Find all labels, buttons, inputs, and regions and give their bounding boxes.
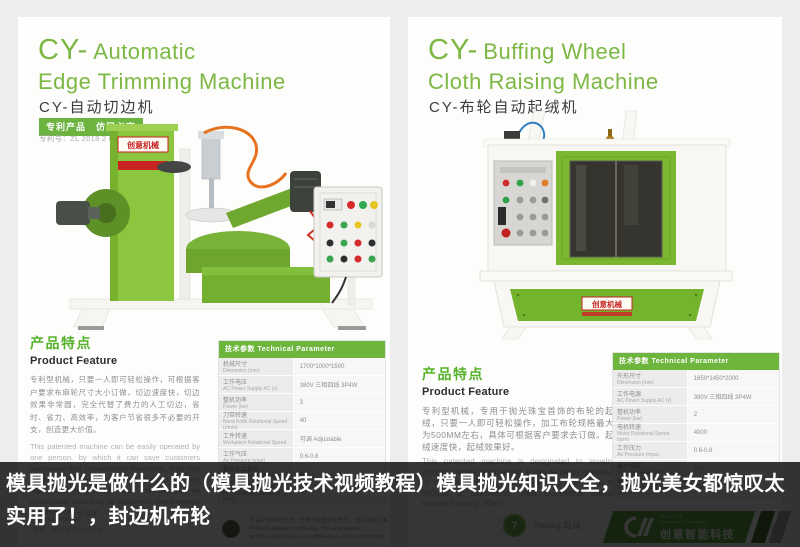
- title-prefix: CY-: [428, 34, 479, 66]
- subtitle-cn: CY-自动切边机: [39, 99, 155, 116]
- title-line2: Edge Trimming Machine: [38, 69, 286, 94]
- caption-line-1: 模具抛光是做什么的（模具抛光技术视频教程）模具抛光知识大全，抛光美女都惊叹太: [6, 473, 785, 495]
- feature-body-cn: 专利型机械，专用于抛光珠宝首饰的布轮的起绒，只要一人即可轻松操作，加工布轮规格最…: [422, 406, 614, 452]
- title-rest: Automatic: [93, 39, 196, 64]
- page-title-left: CY-Automatic Edge Trimming Machine: [38, 34, 286, 95]
- edge-trimming-machine-photo: 创意机械: [56, 124, 383, 330]
- table-header: 技术参数 Technical Parameter: [613, 353, 779, 370]
- feature-title-cn: 产品特点: [422, 366, 484, 382]
- feature-body-cn: 专利型机械，只要一人即可轻松操作，可根据客户要求布麻轮尺寸大小订做，切边速度快，…: [30, 375, 200, 434]
- caption-overlay: 模具抛光是做什么的（模具抛光技术视频教程）模具抛光知识大全，抛光美女都惊叹太 实…: [0, 462, 800, 547]
- title-line2: Cloth Raising Machine: [428, 69, 659, 94]
- page-title-right: CY-Buffing Wheel Cloth Raising Machine: [428, 34, 659, 95]
- patent-number: 专利号：ZL 2018 2 0142454.6: [39, 134, 147, 143]
- feature-title-en: Product Feature: [30, 355, 118, 367]
- feature-title-en: Product Feature: [422, 386, 510, 398]
- title-prefix: CY-: [38, 34, 89, 66]
- cloth-raising-machine-photo: 创意机械: [479, 110, 733, 340]
- machine-brand-plate: 创意机械: [126, 140, 159, 150]
- table-header: 技术参数 Technical Parameter: [219, 341, 385, 358]
- title-rest: Buffing Wheel: [483, 39, 627, 64]
- machine-brand-plate: 创意机械: [591, 299, 622, 309]
- caption-line-2: 实用了！，封边机布轮: [6, 506, 211, 528]
- feature-title-cn: 产品特点: [30, 335, 92, 351]
